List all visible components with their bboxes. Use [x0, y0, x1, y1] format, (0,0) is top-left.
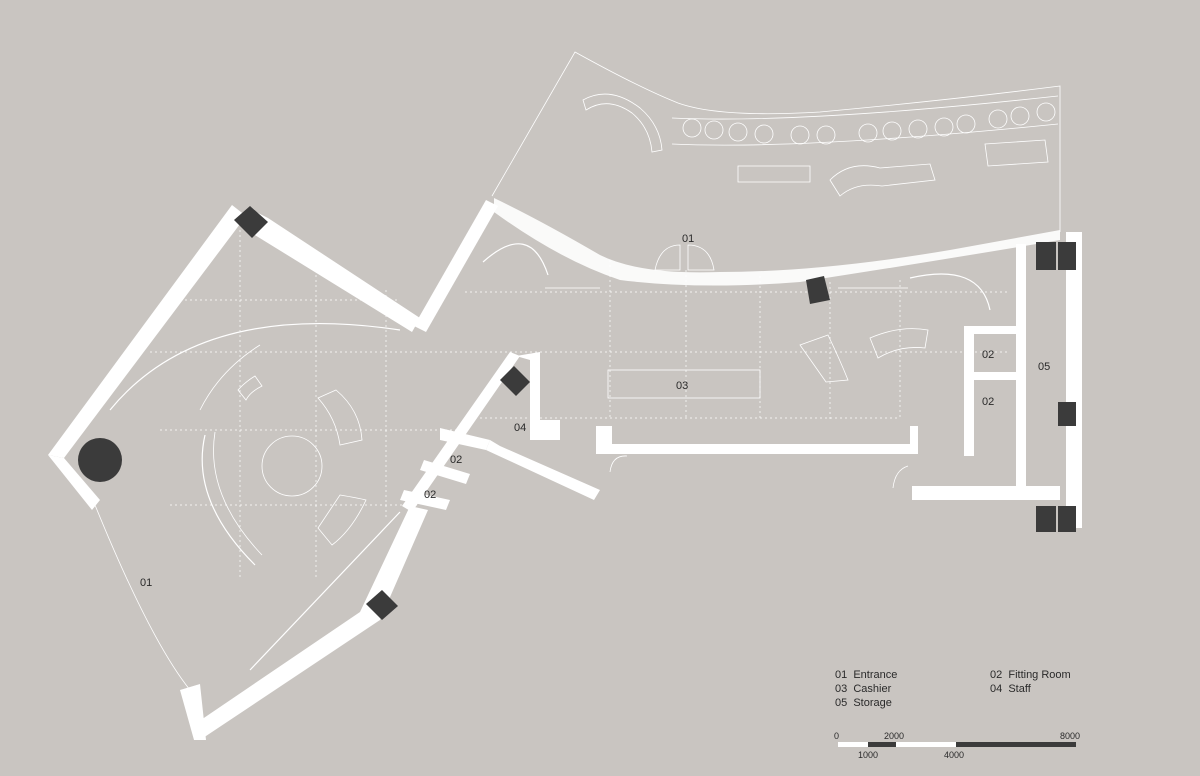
- label-fitting-c: 02: [450, 454, 462, 466]
- column-ne-b: [1058, 242, 1076, 270]
- legend: 01 Entrance 02 Fitting Room 03 Cashier 0…: [835, 669, 1071, 709]
- structural-grid: [150, 230, 1010, 580]
- column-nw: [234, 206, 268, 238]
- column-se-a: [1036, 506, 1056, 532]
- label-staff: 04: [514, 422, 526, 434]
- room-labels: 01 01 03 04 05 02 02 02 02: [140, 233, 1050, 589]
- columns: [78, 206, 1076, 620]
- column-east-mid: [1058, 402, 1076, 426]
- scale-tick-0: 0: [834, 731, 839, 741]
- column-storefront: [806, 276, 830, 304]
- tree-row: [682, 102, 1056, 145]
- wall-south-east: [912, 486, 1060, 500]
- wall-fitting-box-c: [400, 490, 450, 510]
- legend-row1-right: 02 Fitting Room: [990, 669, 1071, 681]
- wall-fitting-box-a: [440, 428, 490, 450]
- wall-fitting-west: [402, 352, 520, 512]
- wall-south-diagonal: [192, 506, 428, 740]
- label-entrance-left: 01: [140, 577, 152, 589]
- wall-fitting-box-b: [420, 460, 470, 484]
- scale-tick-1000: 1000: [858, 750, 878, 760]
- label-entrance-top: 01: [682, 233, 694, 245]
- scale-tick-2000: 2000: [884, 731, 904, 741]
- walls: [48, 198, 1082, 740]
- column-staff: [500, 366, 530, 396]
- label-fitting-b: 02: [982, 396, 994, 408]
- scale-bar: 0 2000 8000 1000 4000: [834, 731, 1080, 760]
- wall-north-west: [48, 205, 246, 458]
- wall-north-vertical: [414, 200, 498, 332]
- wall-east: [1066, 232, 1082, 528]
- exterior-landscape: [94, 51, 1061, 691]
- scale-tick-4000: 4000: [944, 750, 964, 760]
- wall-fitting-divider: [964, 372, 1016, 380]
- wall-storage-west: [1016, 244, 1026, 490]
- wall-staff-block: [516, 352, 560, 440]
- scale-tick-8000: 8000: [1060, 731, 1080, 741]
- column-ne-a: [1036, 242, 1056, 270]
- round-column: [78, 438, 122, 482]
- column-south: [366, 590, 398, 620]
- column-se-b: [1058, 506, 1076, 532]
- wall-south-corridor: [596, 426, 918, 454]
- legend-row1-left: 01 Entrance: [835, 669, 897, 681]
- label-cashier: 03: [676, 380, 688, 392]
- label-storage: 05: [1038, 361, 1050, 373]
- storefront-glazing: [494, 198, 1060, 286]
- wall-fitting-east-block: [964, 326, 1016, 456]
- label-fitting-a: 02: [982, 349, 994, 361]
- wall-north-diagonal: [248, 208, 420, 332]
- wall-west-corner: [48, 455, 100, 510]
- legend-row2-right: 04 Staff: [990, 683, 1032, 695]
- legend-row3-left: 05 Storage: [835, 697, 892, 709]
- label-fitting-d: 02: [424, 489, 436, 501]
- wall-staff-diagonal: [486, 440, 600, 500]
- interior-fixtures: [109, 243, 991, 671]
- legend-row2-left: 03 Cashier: [835, 683, 892, 695]
- wall-south-west-end: [180, 684, 206, 740]
